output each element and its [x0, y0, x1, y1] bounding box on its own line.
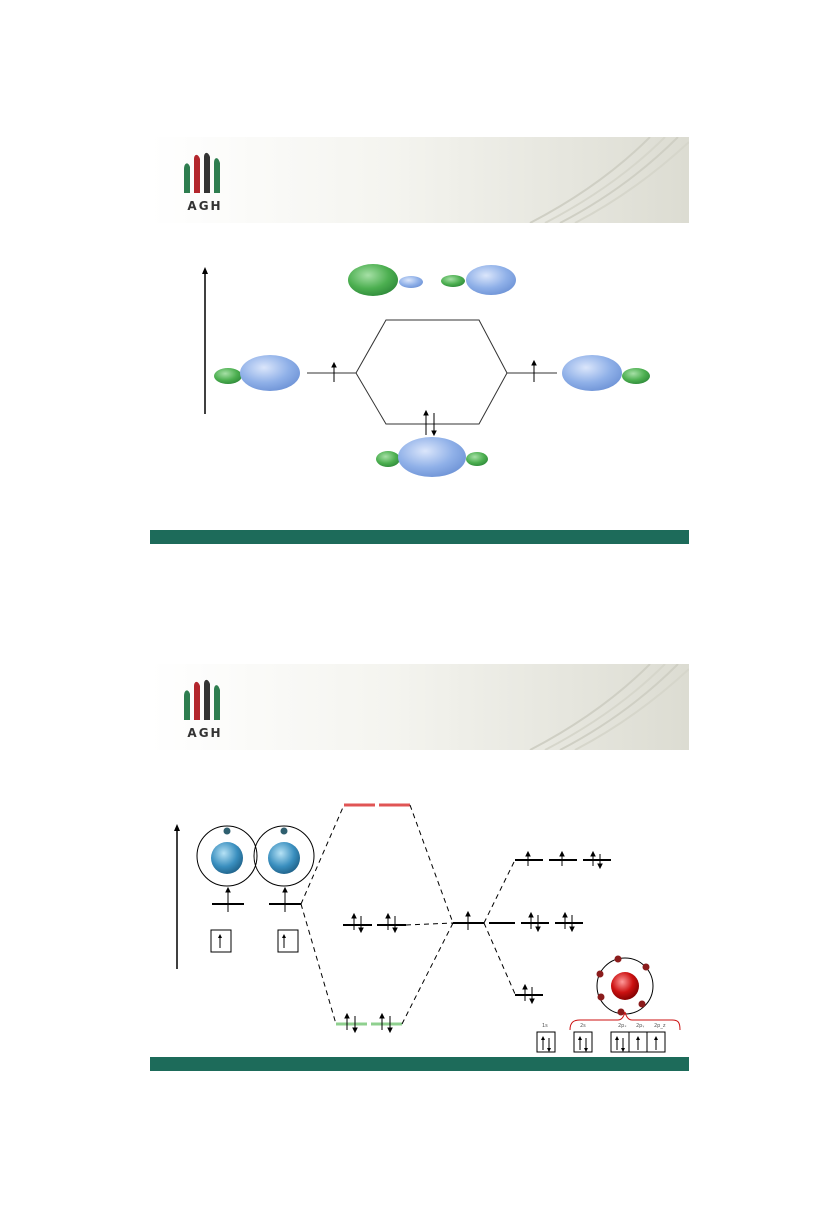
atom-icon: [253, 825, 315, 887]
orbital-label-2pz: 2p_z: [654, 1023, 666, 1029]
spin-pair-icon: [522, 983, 535, 1005]
energy-axis-arrow: [174, 824, 180, 969]
slide-footer-bar: [150, 530, 689, 544]
electron-box-icon: [573, 1031, 593, 1053]
orbital-label-2s: 2s: [580, 1023, 586, 1029]
antibonding-orbital-right: [441, 265, 516, 295]
orbital-level-icon: [515, 850, 611, 866]
level-connector-lines: [307, 319, 557, 425]
oxygen-config-bracket: [569, 1011, 681, 1031]
antibonding-orbital-left: [348, 264, 423, 296]
slide-1: AGH: [150, 137, 689, 544]
slide-2: AGH: [150, 664, 689, 1071]
orbital-label-2py: 2pᵧ: [636, 1023, 644, 1029]
electron-box-icon: [628, 1031, 648, 1053]
mo-diagram-bottom: 1s 2s 2pₓ 2pᵧ 2p_z: [174, 803, 681, 1053]
electron-box-icon: [536, 1031, 556, 1053]
atomic-orbital-left: [214, 355, 300, 391]
atom-icon: [196, 825, 258, 887]
slide-header: AGH: [150, 137, 689, 223]
orbital-label-2px: 2pₓ: [618, 1023, 627, 1029]
orbital-level-icon: [212, 886, 244, 912]
orbital-label-1s: 1s: [542, 1023, 548, 1029]
dashed-connector-lines: [300, 804, 516, 1025]
electron-box-icon: [210, 929, 232, 953]
up-arrow-icon: [331, 361, 337, 382]
header-swoosh-decoration: [529, 664, 689, 750]
atom-icon: [596, 955, 654, 1016]
agh-logo-bars-icon: [184, 679, 220, 720]
atomic-orbital-right: [562, 355, 650, 391]
agh-logo-bars-icon: [184, 152, 220, 193]
electron-box-icon: [646, 1031, 666, 1053]
bonding-orbital: [376, 437, 488, 477]
spin-pair-icon: [344, 1012, 393, 1034]
agh-logo-text: AGH: [187, 726, 223, 740]
agh-logo: AGH: [180, 676, 230, 740]
spin-pair-icon: [528, 911, 575, 933]
energy-axis-arrow: [202, 267, 208, 414]
slide-header: AGH: [150, 664, 689, 750]
spin-pair-icon: [351, 912, 398, 934]
up-arrow-icon: [531, 359, 537, 382]
electron-box-icon: [610, 1031, 630, 1053]
orbital-level-icon: [269, 886, 301, 912]
spin-pair-icon: [423, 409, 437, 437]
mo-diagram-top: [202, 264, 650, 477]
electron-box-icon: [277, 929, 299, 953]
header-swoosh-decoration: [529, 137, 689, 223]
agh-logo-text: AGH: [187, 199, 223, 213]
slide-footer-bar: [150, 1057, 689, 1071]
agh-logo: AGH: [180, 149, 230, 213]
orbital-level-icon: [453, 910, 484, 930]
spin-pair-icon: [590, 850, 603, 870]
